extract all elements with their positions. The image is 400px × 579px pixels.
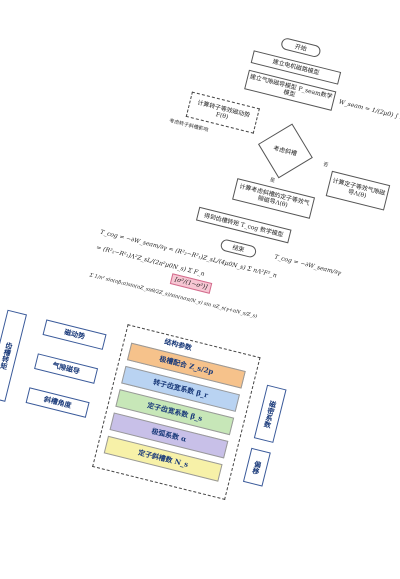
mmf-box: 磁动势 [42,319,107,350]
no-label: 否 [322,161,329,169]
stator-permeance-step: 计算定子等效气隙磁导Λ(θ) [325,170,391,211]
cogging-torque-box: 齿槽转矩 [0,309,27,402]
figure-canvas: 开始 建立电机磁路模型 建立气隙磁导模型 P_seam数学模型 W_seam =… [0,20,400,500]
decision-label: 考虑斜槽 [272,144,298,158]
start-node: 开始 [280,36,322,59]
permeance-box: 气隙磁导 [34,353,99,384]
energy-formula: W_seam = 1/(2μ0) ∫ F²(θ)Λ²(θ)dv [338,98,400,130]
torque-model-step: 得到齿槽转矩 T_cog 数学模型 [195,206,292,244]
flowchart: 开始 建立电机磁路模型 建立气隙磁导模型 P_seam数学模型 W_seam =… [89,20,400,376]
offset-box: 偏移 [242,447,271,487]
yes-label: 是 [269,177,276,185]
end-node: 结束 [219,238,258,259]
pink-term: [σ²/(1−σ²)] [169,273,213,294]
decision-node: 考虑斜槽 [257,123,313,179]
flux-coef-box: 磁密系数 [253,384,287,443]
skew-angle-box: 斜槽角度 [25,387,90,418]
tcog-rhs: T_cog = −∂W_seam/∂γ [273,253,342,277]
equation-2: = (R²₂−R²₁)Λ²Z_sL/(2π²μ0N_s) Σ F_n [95,244,206,278]
